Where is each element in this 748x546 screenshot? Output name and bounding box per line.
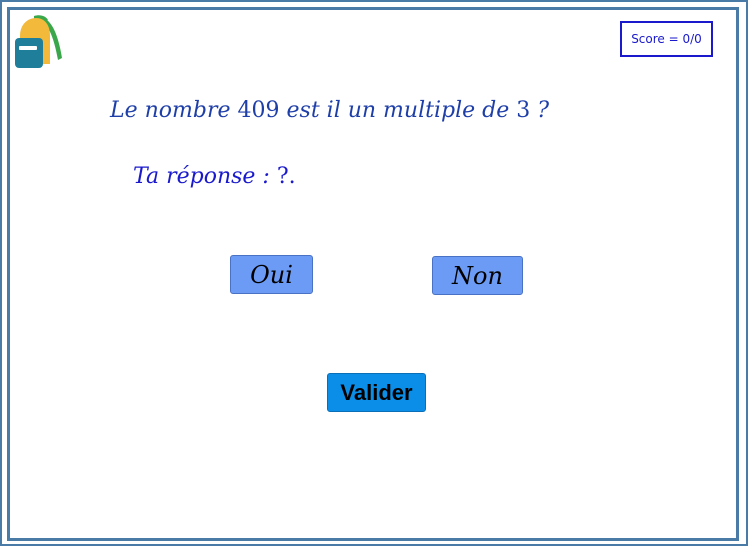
validate-button[interactable]: Valider [327,373,426,412]
question-text: Le nombre 409 est il un multiple de 3 ? [110,98,549,123]
answer-value: ?. [276,164,296,189]
question-end: ? [530,98,550,123]
backpack-icon [14,14,64,70]
inner-frame [7,7,739,541]
question-number: 409 [237,98,280,123]
question-suffix: est il un multiple de [279,98,517,123]
question-divisor: 3 [516,98,531,123]
score-display: Score = 0/0 [620,21,713,57]
answer-line: Ta réponse : ?. [133,164,296,189]
no-button[interactable]: Non [432,256,523,295]
answer-label: Ta réponse : [133,164,277,189]
question-prefix: Le nombre [110,98,238,123]
yes-button[interactable]: Oui [230,255,313,294]
